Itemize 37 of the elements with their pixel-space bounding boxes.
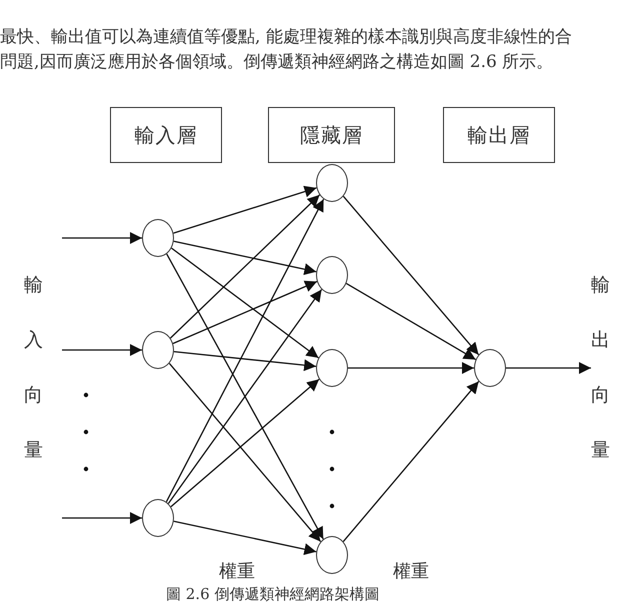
arrow	[168, 289, 322, 504]
arrow	[172, 280, 318, 344]
layer-title-box: 輸出層	[443, 107, 555, 163]
neuron-circle	[142, 499, 174, 537]
arrow	[62, 232, 142, 244]
vertical-label: 輸入向量	[24, 273, 43, 463]
neuron-circle	[142, 219, 174, 257]
arrow	[346, 282, 476, 360]
neuron-circle	[316, 256, 348, 294]
arrow	[166, 254, 324, 540]
neuron-circle	[316, 536, 348, 574]
layer-title-box: 輸入層	[110, 107, 222, 163]
arrow	[173, 186, 317, 234]
neuron-circle	[142, 331, 174, 369]
weight-label: 權重	[393, 562, 429, 582]
neuron-circle	[316, 164, 348, 202]
arrow	[62, 512, 142, 524]
arrow	[348, 362, 474, 374]
arrow	[506, 362, 591, 374]
body-paragraph: 最快、輸出值可以為連續值等優點, 能處理複雜的樣本識別與高度非線性的合問題,因而廣泛應用於各個領域。倒傳遞類神經網路之構造如圖 2.6 所示。	[0, 26, 573, 74]
weight-label: 權重	[219, 562, 255, 582]
arrow	[342, 196, 480, 356]
neuron-circle	[474, 349, 506, 387]
vertical-label: 輸出向量	[591, 258, 610, 478]
arrow	[166, 198, 324, 502]
arrow	[171, 248, 319, 358]
neuron-circle	[316, 349, 348, 387]
arrow	[170, 378, 320, 508]
figure-caption: 圖 2.6 倒傳遞類神經網路架構圖	[166, 585, 380, 603]
arrow	[168, 362, 322, 542]
layer-title-box: 隱藏層	[268, 107, 395, 163]
arrow	[174, 520, 316, 556]
arrow	[170, 194, 320, 339]
arrow	[342, 380, 480, 542]
arrow	[62, 344, 142, 356]
arrow	[174, 240, 316, 276]
arrow	[174, 350, 316, 372]
